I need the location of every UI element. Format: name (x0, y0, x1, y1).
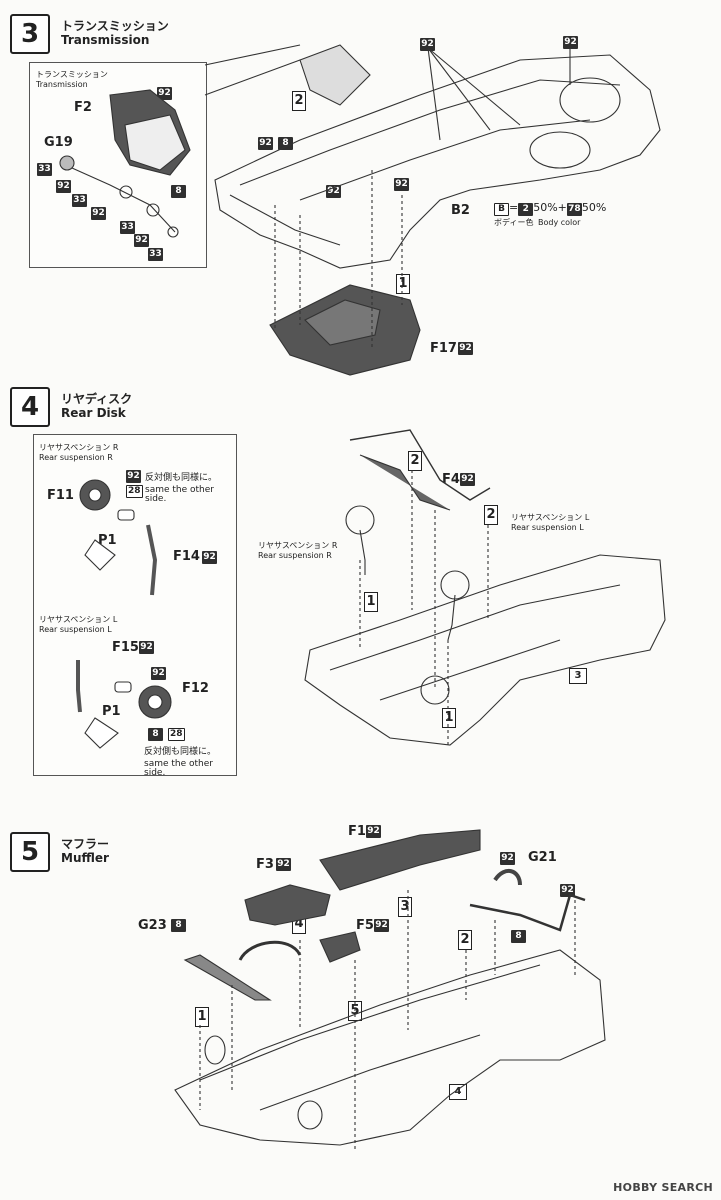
other-side-ja: 反対側も同様に。 (144, 747, 217, 757)
color-78-badge: 78 (566, 203, 582, 216)
color-92-badge: 92 (366, 825, 381, 838)
color-92-badge: 92 (91, 207, 106, 220)
part-f4-label: F4 (442, 472, 460, 487)
reference-step-3: 3 (569, 668, 587, 684)
part-f1-label: F1 (348, 824, 366, 839)
part-f3-label: F3 (256, 857, 274, 872)
main-r-en: Rear suspension R (258, 551, 332, 560)
other-side-en: same the other side. (144, 759, 213, 778)
inset-r-en: Rear suspension R (39, 453, 113, 462)
color-92-badge: 92 (374, 919, 389, 932)
arrow-number-1: 1 (396, 274, 410, 294)
formula-equals: = (509, 201, 519, 214)
chassis-outline (214, 54, 661, 269)
inset-r-ja: リヤサスペンション R (39, 443, 119, 452)
color-8-badge: 8 (148, 728, 163, 741)
other-side-ja: 反対側も同様に。 (145, 473, 218, 483)
part-f2-label: F2 (74, 100, 92, 115)
color-92-badge: 92 (126, 470, 141, 483)
color-92-badge: 92 (420, 38, 435, 51)
arrow-number-2: 2 (408, 451, 422, 471)
part-p1-label: P1 (98, 533, 117, 548)
arrow-number-1: 1 (364, 592, 378, 612)
step-4-number: 4 (10, 387, 50, 427)
inset-l-en: Rear suspension L (39, 625, 112, 634)
main-r-ja: リヤサスペンション R (258, 541, 338, 550)
color-92-badge: 92 (202, 551, 217, 564)
color-33-badge: 33 (37, 163, 52, 176)
chassis-outline (304, 554, 666, 746)
color-92-badge: 92 (151, 667, 166, 680)
part-f14-label: F14 (173, 549, 200, 564)
color-8-badge: 8 (511, 930, 526, 943)
reference-step-4: 4 (449, 1084, 467, 1100)
color-8-badge: 8 (278, 137, 293, 150)
color-92-badge: 92 (563, 36, 578, 49)
part-f15-label: F15 (112, 640, 139, 655)
main-l-en: Rear suspension L (511, 523, 584, 532)
color-33-badge: 33 (120, 221, 135, 234)
color-8-badge: 8 (171, 919, 186, 932)
color-92-badge: 92 (139, 641, 154, 654)
color-28-badge: 28 (126, 485, 143, 498)
formula-percent-1: 50%+ (533, 201, 567, 214)
color-b-badge: B (494, 203, 509, 216)
color-92-badge: 92 (276, 858, 291, 871)
step-3-title-ja: トランスミッション (61, 19, 169, 33)
inset-l-ja: リヤサスペンション L (39, 615, 118, 624)
color-92-badge: 92 (458, 342, 473, 355)
step-5-title-en: Muffler (61, 851, 109, 865)
color-92-badge: 92 (157, 87, 172, 100)
arrow-number-2: 2 (292, 91, 306, 111)
color-33-badge: 33 (72, 194, 87, 207)
arrow-number-5: 5 (348, 1001, 362, 1021)
arrow-number-3: 3 (398, 897, 412, 917)
color-2-badge: 2 (518, 203, 534, 216)
part-f17-label: F17 (430, 341, 457, 356)
color-92-badge: 92 (394, 178, 409, 191)
color-92-badge: 92 (560, 884, 575, 897)
color-92-badge: 92 (460, 473, 475, 486)
part-g21-label: G21 (528, 850, 557, 865)
step-4-rear-suspension-inset: リヤサスペンション R Rear suspension R 92 28 反対側も… (33, 434, 237, 778)
inset-title-ja: トランスミッション (36, 70, 108, 79)
part-f12-label: F12 (182, 681, 209, 696)
main-l-ja: リヤサスペンション L (511, 513, 590, 522)
step-3-number: 3 (10, 14, 50, 54)
arrow-number-4: 4 (292, 914, 306, 934)
part-b2-label: B2 (451, 203, 470, 218)
arrow-number-1: 1 (442, 708, 456, 728)
hobby-search-watermark: HOBBY SEARCH (613, 1181, 713, 1194)
chassis-outline (174, 949, 606, 1146)
arrow-number-2: 2 (484, 505, 498, 525)
other-side-en: same the other side. (145, 485, 214, 504)
color-92-badge: 92 (56, 180, 71, 193)
color-8-badge: 8 (171, 185, 186, 198)
body-color-en: Body color (538, 218, 581, 227)
formula-percent-2: 50% (581, 201, 607, 214)
color-92-badge: 92 (258, 137, 273, 150)
step-3-title-en: Transmission (61, 33, 150, 47)
part-p1-label: P1 (102, 704, 121, 719)
color-92-badge: 92 (134, 234, 149, 247)
part-g23-label: G23 (138, 918, 167, 933)
body-color-ja: ボディー色 (494, 218, 534, 227)
arrow-number-1: 1 (195, 1007, 209, 1027)
step-5-number: 5 (10, 832, 50, 872)
color-92-badge: 92 (500, 852, 515, 865)
color-33-badge: 33 (148, 248, 163, 261)
color-92-badge: 92 (326, 185, 341, 198)
step-5-title-ja: マフラー (61, 837, 110, 851)
arrow-number-2: 2 (458, 930, 472, 950)
step-3-transmission-inset: トランスミッション Transmission F2 92 G19 33 92 3… (29, 62, 207, 268)
part-g19-label: G19 (44, 135, 73, 150)
step-4-title-ja: リヤディスク (61, 392, 133, 406)
part-f5-label: F5 (356, 918, 374, 933)
inset-title-en: Transmission (36, 80, 88, 89)
step-4-title-en: Rear Disk (61, 406, 126, 420)
color-28-badge: 28 (168, 728, 185, 741)
part-f11-label: F11 (47, 488, 74, 503)
